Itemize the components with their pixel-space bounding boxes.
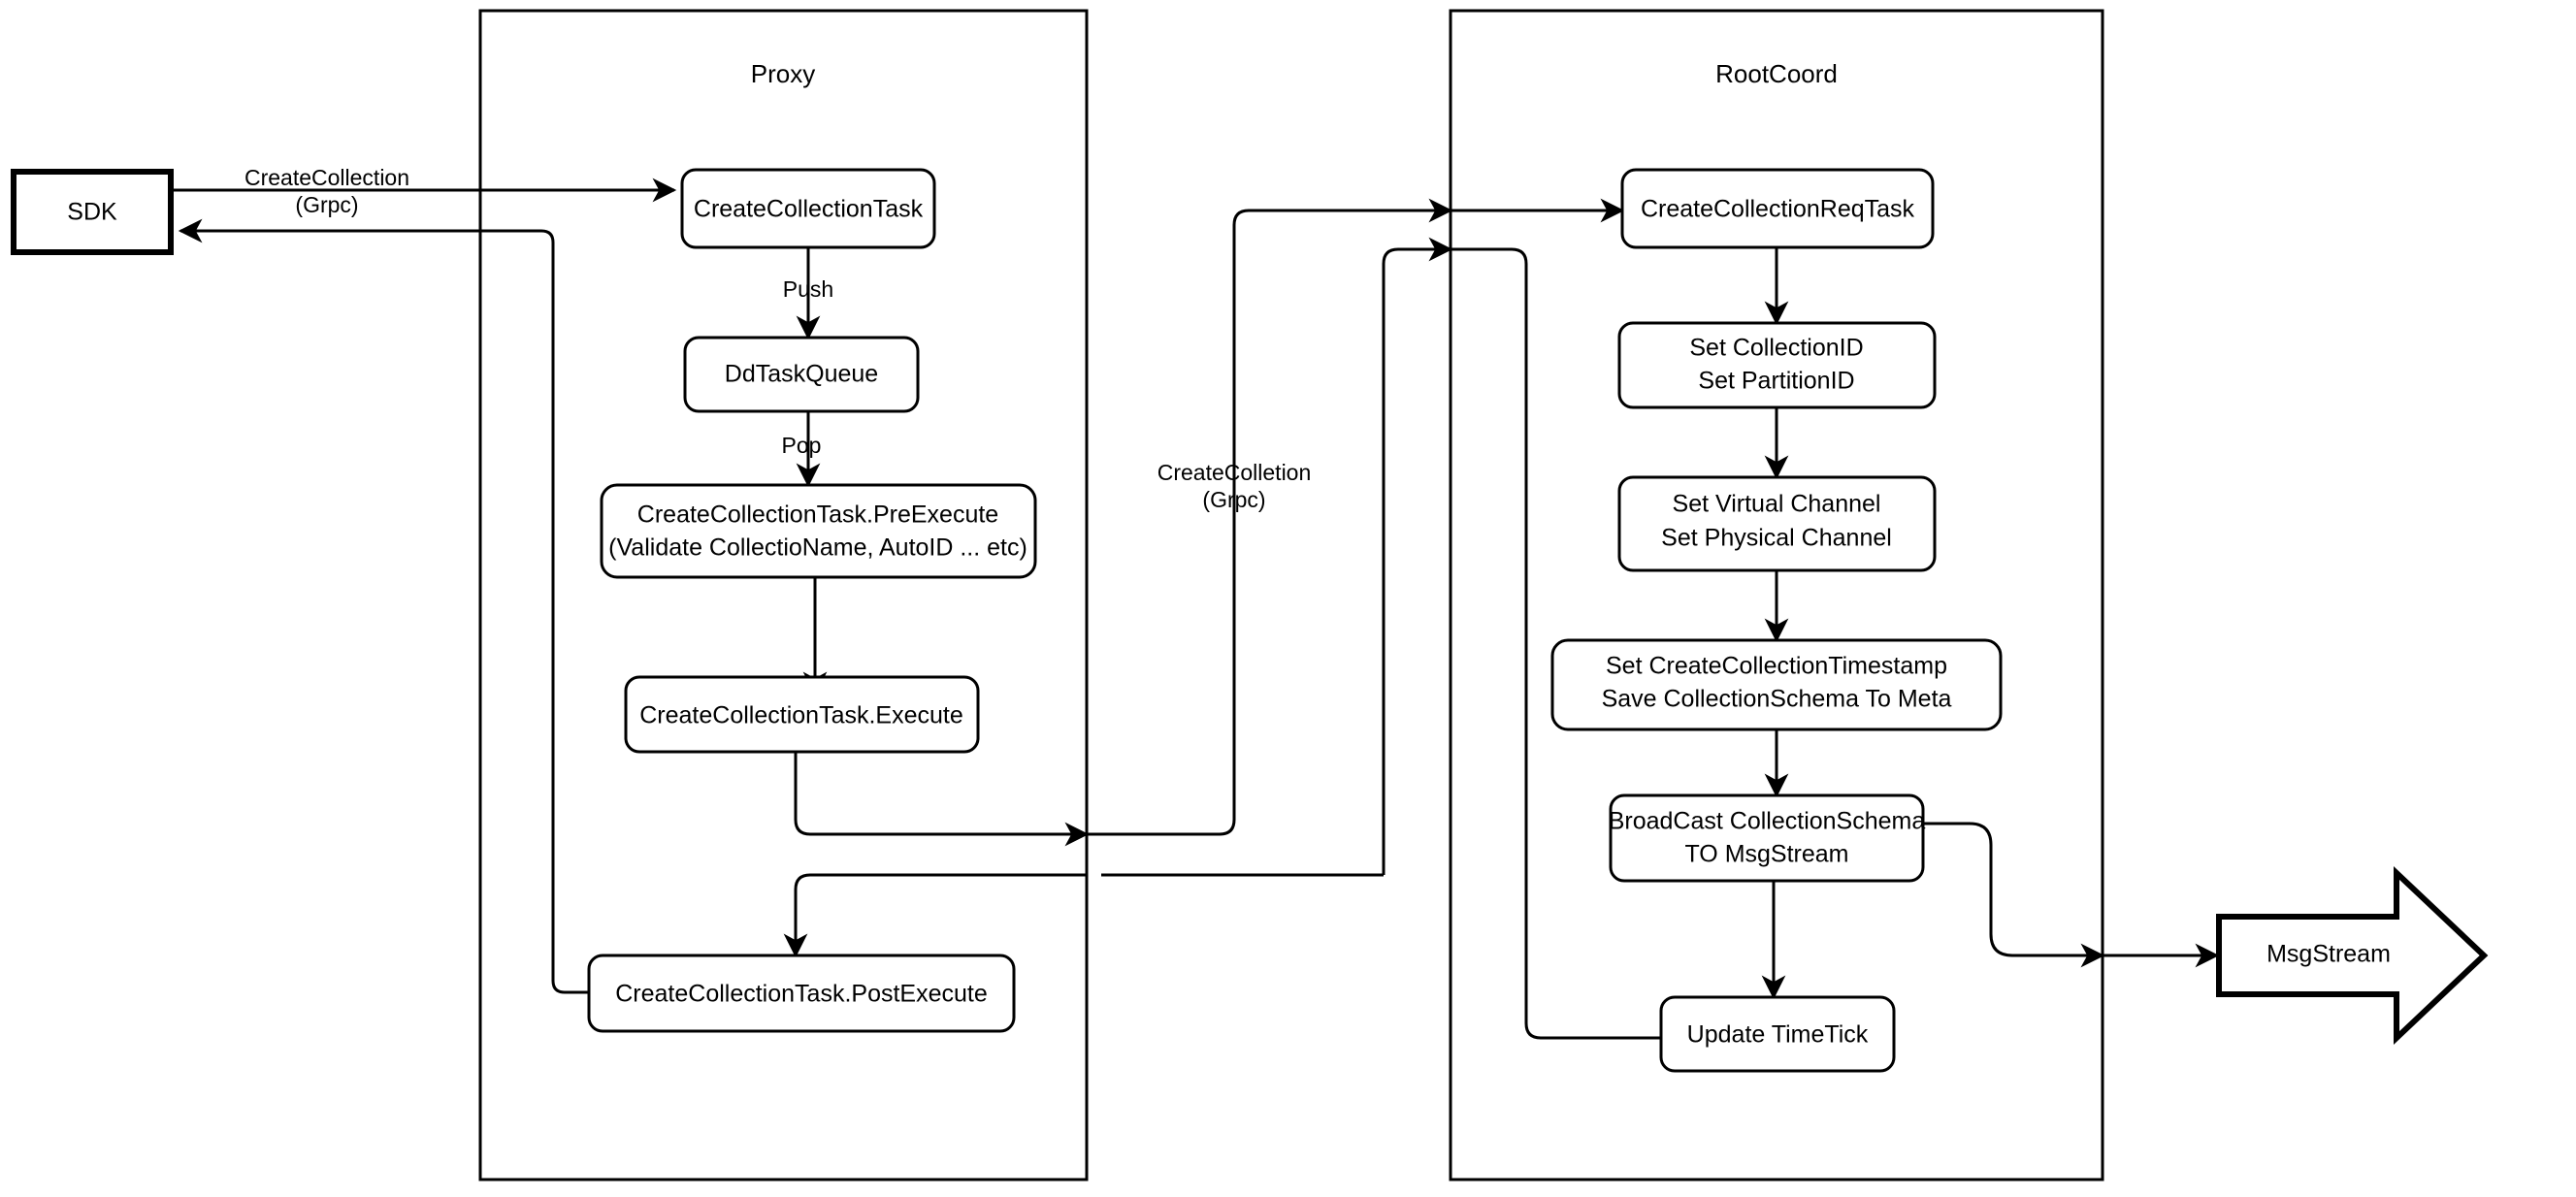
node-update-timetick-label: Update TimeTick — [1687, 1021, 1869, 1049]
node-set-ids-line1: Set CollectionID — [1689, 335, 1863, 362]
node-execute-label: CreateCollectionTask.Execute — [639, 702, 963, 729]
edge-label-createcollection-line1: CreateCollection — [245, 165, 409, 190]
node-create-collection-task-label: CreateCollectionTask — [694, 196, 924, 223]
container-rootcoord-label: RootCoord — [1715, 59, 1838, 88]
node-set-timestamp-line2: Save CollectionSchema To Meta — [1602, 686, 1952, 713]
node-broadcast[interactable]: BroadCast CollectionSchema TO MsgStream — [1609, 793, 1926, 883]
node-set-timestamp-line1: Set CreateCollectionTimestamp — [1606, 653, 1947, 680]
node-post-execute-label: CreateCollectionTask.PostExecute — [615, 981, 988, 1008]
node-update-timetick[interactable]: Update TimeTick — [1659, 995, 1896, 1073]
node-set-ids-line2: Set PartitionID — [1698, 368, 1854, 395]
node-set-channels-line1: Set Virtual Channel — [1673, 491, 1881, 518]
edge-label-grpc-line1: CreateColletion — [1158, 460, 1312, 485]
node-set-timestamp[interactable]: Set CreateCollectionTimestamp Save Colle… — [1550, 638, 2003, 731]
node-broadcast-line1: BroadCast CollectionSchema — [1609, 808, 1926, 835]
node-msgstream[interactable]: MsgStream — [2216, 866, 2489, 1045]
edge-label-pop: Pop — [782, 433, 822, 458]
node-pre-execute[interactable]: CreateCollectionTask.PreExecute (Validat… — [600, 483, 1037, 579]
node-set-channels[interactable]: Set Virtual Channel Set Physical Channel — [1617, 475, 1937, 572]
edge-post-execute-to-sdk — [178, 218, 589, 994]
node-sdk-label: SDK — [67, 199, 117, 226]
node-dd-task-queue[interactable]: DdTaskQueue — [683, 336, 920, 413]
edge-broadcast-to-msgstream-exit — [1923, 822, 2105, 968]
node-sdk[interactable]: SDK — [11, 169, 174, 255]
edge-update-timetick-return — [1451, 247, 1661, 1040]
node-create-collection-req-task-label: CreateCollectionReqTask — [1641, 196, 1915, 223]
edge-label-createcollection-line2: (Grpc) — [295, 192, 358, 217]
edge-label-grpc-line2: (Grpc) — [1202, 487, 1265, 512]
node-set-channels-line2: Set Physical Channel — [1661, 525, 1892, 552]
edge-execute-to-rootcoord — [794, 752, 1090, 847]
container-proxy: Proxy — [478, 9, 1089, 1181]
container-proxy-label: Proxy — [751, 59, 815, 88]
container-rootcoord: RootCoord — [1449, 9, 2104, 1181]
node-broadcast-line2: TO MsgStream — [1684, 841, 1848, 868]
edge-label-push: Push — [783, 276, 833, 302]
edge-rootcoord-to-post-execute — [783, 873, 1087, 958]
node-pre-execute-line1: CreateCollectionTask.PreExecute — [637, 501, 998, 529]
node-execute[interactable]: CreateCollectionTask.Execute — [624, 675, 980, 754]
node-post-execute[interactable]: CreateCollectionTask.PostExecute — [587, 954, 1016, 1033]
node-set-ids[interactable]: Set CollectionID Set PartitionID — [1617, 321, 1937, 409]
node-msgstream-label: MsgStream — [2266, 941, 2391, 968]
node-pre-execute-line2: (Validate CollectioName, AutoID ... etc) — [608, 534, 1027, 562]
node-dd-task-queue-label: DdTaskQueue — [725, 361, 878, 388]
node-create-collection-req-task[interactable]: CreateCollectionReqTask — [1620, 168, 1935, 249]
edge-grpc-response-to-proxy-junction — [1382, 237, 1453, 875]
edge-grpc-request — [1087, 198, 1453, 836]
node-create-collection-task[interactable]: CreateCollectionTask — [680, 168, 936, 249]
